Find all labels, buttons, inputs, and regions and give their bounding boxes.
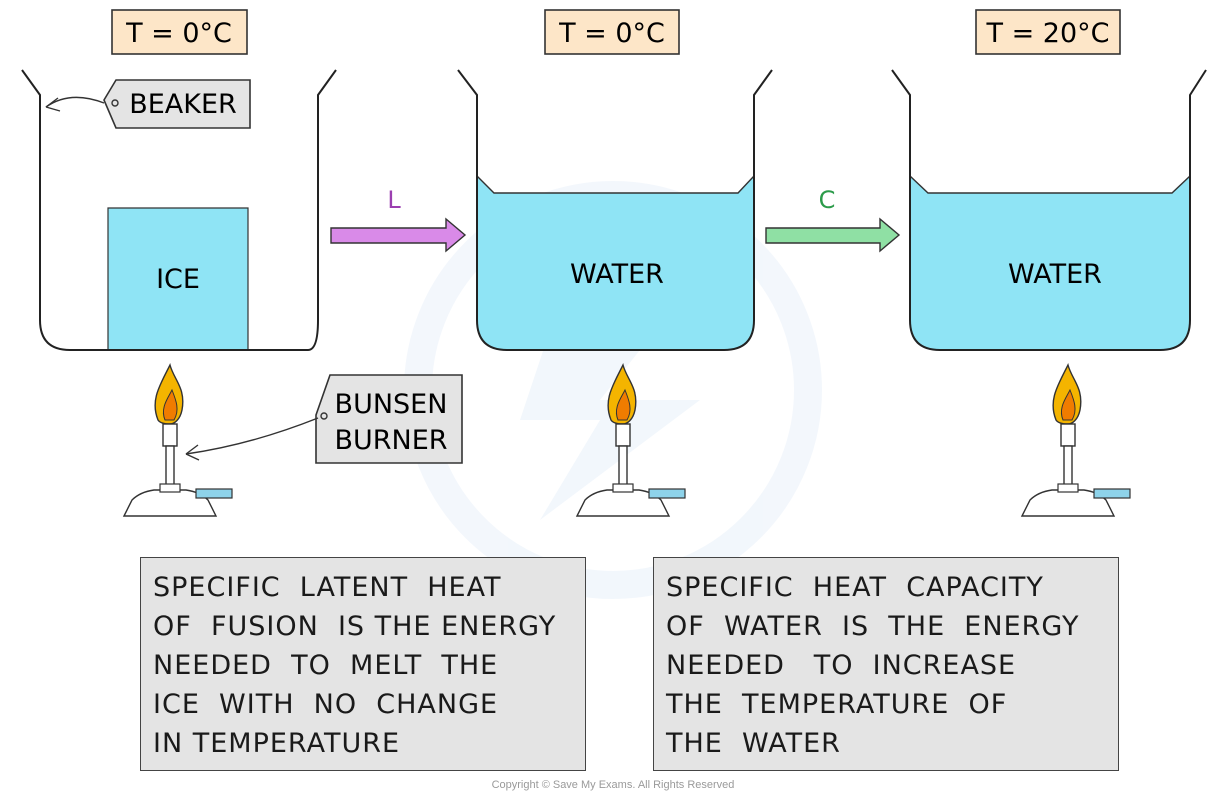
- definition-line: SPECIFIC HEAT CAPACITY: [666, 572, 1044, 603]
- latent-heat-arrow: L: [330, 186, 467, 253]
- definition-line: OF FUSION IS THE ENERGY: [153, 611, 557, 642]
- bunsen-burner-icon: [575, 363, 686, 517]
- burner-label-line1: BUNSEN: [335, 389, 448, 420]
- burner-collar: [615, 423, 631, 447]
- ice-label: ICE: [156, 264, 200, 295]
- arrow-label-c: C: [819, 186, 836, 214]
- burner-collar: [1060, 423, 1076, 447]
- stage-water-20c: T = 20°C WATER: [891, 9, 1207, 351]
- temperature-label: T = 20°C: [986, 18, 1110, 49]
- latent-heat-definition: SPECIFIC LATENT HEAT OF FUSION IS THE EN…: [140, 557, 586, 771]
- beaker: [21, 69, 337, 351]
- temperature-box: T = 0°C: [544, 9, 680, 55]
- definition-line: THE WATER: [666, 728, 841, 759]
- temperature-box: T = 0°C: [111, 9, 248, 55]
- burner-foot: [1057, 483, 1079, 493]
- flame-core-icon: [162, 388, 178, 421]
- burner-barrel: [165, 445, 175, 489]
- burner-collar: [162, 423, 178, 447]
- temperature-label: T = 0°C: [558, 18, 665, 49]
- heat-capacity-definition: SPECIFIC HEAT CAPACITY OF WATER IS THE E…: [653, 557, 1119, 771]
- water-fill: [477, 176, 754, 350]
- arrow-label-l: L: [387, 186, 401, 214]
- flame-core-icon: [615, 388, 631, 421]
- burner-label-tag: BUNSEN BURNER: [185, 374, 463, 464]
- beaker: [457, 69, 773, 351]
- burner-foot: [159, 483, 181, 493]
- definition-line: NEEDED TO INCREASE: [666, 650, 1017, 681]
- beaker-label: BEAKER: [129, 89, 237, 120]
- definition-line: NEEDED TO MELT THE: [153, 650, 499, 681]
- burner-label-line2: BURNER: [334, 425, 447, 456]
- flame-core-icon: [1060, 388, 1076, 421]
- beaker-label-tag: BEAKER: [45, 79, 251, 129]
- burner-barrel: [618, 445, 628, 489]
- burner-barrel: [1063, 445, 1073, 489]
- definition-line: IN TEMPERATURE: [153, 728, 401, 759]
- stage-ice: T = 0°C ICE BEAKER BUNSEN BURNER: [21, 9, 463, 464]
- definition-line: THE TEMPERATURE OF: [666, 689, 1008, 720]
- temperature-label: T = 0°C: [125, 18, 232, 49]
- bunsen-burners: [122, 363, 1131, 517]
- definition-line: ICE WITH NO CHANGE: [153, 689, 499, 720]
- copyright-notice: Copyright © Save My Exams. All Rights Re…: [491, 779, 735, 791]
- stage-water-0c: T = 0°C WATER: [457, 9, 773, 351]
- definition-line: SPECIFIC LATENT HEAT: [153, 572, 502, 603]
- water-label: WATER: [1008, 259, 1102, 290]
- gas-valve-icon: [648, 488, 686, 499]
- water-fill: [910, 176, 1190, 350]
- bunsen-burner-icon: [122, 363, 233, 517]
- heat-capacity-arrow: C: [765, 186, 901, 253]
- temperature-box: T = 20°C: [975, 9, 1121, 55]
- burner-foot: [612, 483, 634, 493]
- beaker: [891, 69, 1207, 351]
- water-label: WATER: [570, 259, 664, 290]
- gas-valve-icon: [195, 488, 233, 499]
- definition-line: OF WATER IS THE ENERGY: [666, 611, 1080, 642]
- gas-valve-icon: [1093, 488, 1131, 499]
- bunsen-burner-icon: [1020, 363, 1131, 517]
